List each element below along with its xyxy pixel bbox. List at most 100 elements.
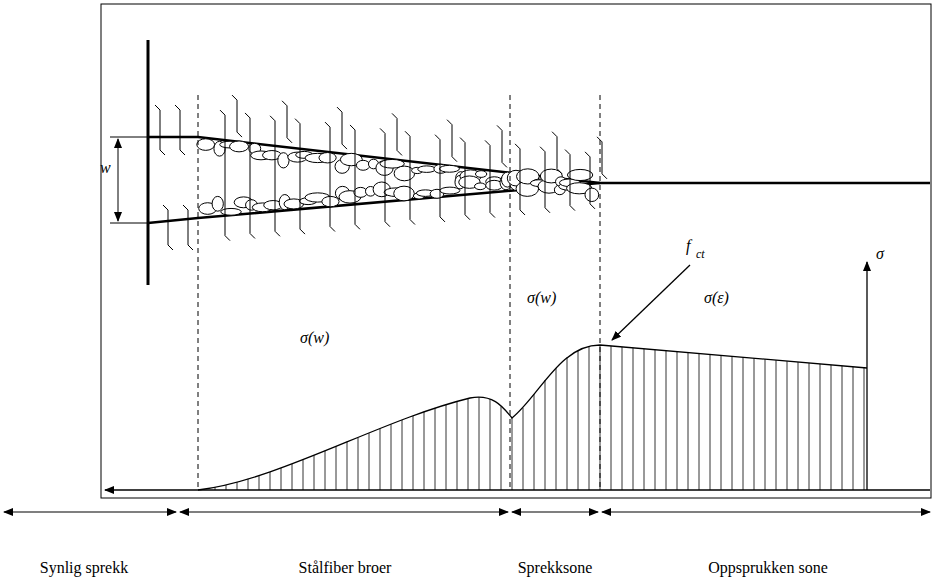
subscript: ct [696, 248, 705, 260]
steel-fiber [183, 205, 193, 250]
axis-label: σ [876, 246, 884, 262]
hatch-line [347, 442, 348, 490]
steel-fiber [155, 105, 165, 155]
aggregate [475, 171, 486, 178]
hatch-line [292, 464, 293, 490]
aggregate [230, 141, 249, 152]
steel-fiber [497, 125, 507, 167]
hatch-line [611, 346, 612, 490]
hatch-line [853, 367, 854, 490]
hatch-line [358, 438, 359, 490]
hatch-line [490, 399, 491, 490]
stress-curve [198, 345, 867, 490]
hatch-line [721, 355, 722, 490]
aggregate [440, 187, 460, 194]
aggregate [212, 196, 223, 211]
steel-fiber [597, 137, 607, 179]
aggregate [221, 208, 242, 215]
frame [101, 4, 931, 498]
hatch-line [523, 408, 524, 490]
steel-fiber [245, 113, 255, 239]
hatch-line [303, 460, 304, 490]
hatch-line [468, 398, 469, 490]
hatch-line [831, 365, 832, 490]
hatch-line [864, 368, 865, 490]
crack-faces [110, 40, 930, 285]
hatch-line [589, 346, 590, 490]
hatch-line [259, 476, 260, 490]
steel-fiber [220, 110, 230, 241]
stress-label: σ(ε) [704, 290, 729, 306]
hatch-line [754, 358, 755, 490]
zone-label: Oppsprukken sone [708, 560, 828, 576]
hatch-line [732, 356, 733, 490]
steel-fiber [270, 116, 280, 236]
steel-fiber [485, 140, 495, 217]
hatch-line [413, 416, 414, 490]
zone-label: Stålfiber broer [299, 560, 392, 576]
hatch-line [567, 357, 568, 490]
hatch-line [402, 420, 403, 490]
hatch-line [545, 380, 546, 490]
steel-fiber [175, 105, 185, 155]
aggregate [567, 169, 592, 180]
hatch-line [699, 353, 700, 490]
steel-fiber [282, 101, 292, 143]
zone-label: Sprekksone [518, 560, 593, 576]
hatch-line [809, 363, 810, 490]
steel-fiber [232, 95, 242, 137]
hatch-line [556, 368, 557, 490]
aggregate [319, 153, 336, 163]
sigma-axis [866, 262, 867, 490]
hatch-line [644, 349, 645, 490]
aggregate [418, 166, 436, 173]
hatch-line [622, 347, 623, 490]
hatch-line [479, 397, 480, 490]
steel-fiber [515, 144, 525, 215]
steel-fiber [350, 125, 360, 229]
aggregate [585, 188, 599, 201]
hatch-line [534, 394, 535, 490]
hatch-line [798, 362, 799, 490]
hatch-line [666, 351, 667, 490]
aggregate [394, 186, 415, 201]
hatch-line [369, 433, 370, 490]
hatch-line [776, 360, 777, 490]
hatch-line [677, 352, 678, 490]
hatch-line [270, 472, 271, 490]
steel-fiber [163, 205, 173, 250]
hatch-line [424, 412, 425, 490]
aggregate [278, 153, 289, 168]
stress-label: σ(w) [527, 290, 556, 306]
hatch-line [512, 418, 513, 490]
hatch-line [391, 424, 392, 490]
hatch-line [501, 406, 502, 490]
aggregate [356, 160, 369, 170]
hatch-line [314, 455, 315, 490]
aggregate [439, 165, 459, 172]
zone-arrows [4, 511, 930, 512]
fct-pointer [612, 265, 690, 340]
steel-fiber [325, 122, 335, 231]
steel-fiber [295, 119, 305, 234]
hatch-line [446, 405, 447, 490]
hatch-line [842, 366, 843, 490]
aggregates [197, 139, 599, 215]
zone-label: Synlig sprekk [40, 560, 128, 576]
hatch-line [743, 357, 744, 490]
steel-fibers [155, 95, 607, 250]
steel-fiber [447, 120, 457, 162]
hatch-line [237, 482, 238, 490]
stress-hatching [204, 345, 864, 490]
hatch-line [655, 350, 656, 490]
steel-fiber [585, 152, 595, 209]
hatch-line [435, 408, 436, 490]
hatch-line [765, 359, 766, 490]
w-axis [105, 489, 930, 490]
tensile-strength-label: f [686, 238, 690, 254]
steel-fiber [540, 147, 550, 213]
steel-fiber [552, 132, 562, 174]
steel-fiber [405, 131, 415, 224]
steel-fiber [565, 150, 575, 211]
